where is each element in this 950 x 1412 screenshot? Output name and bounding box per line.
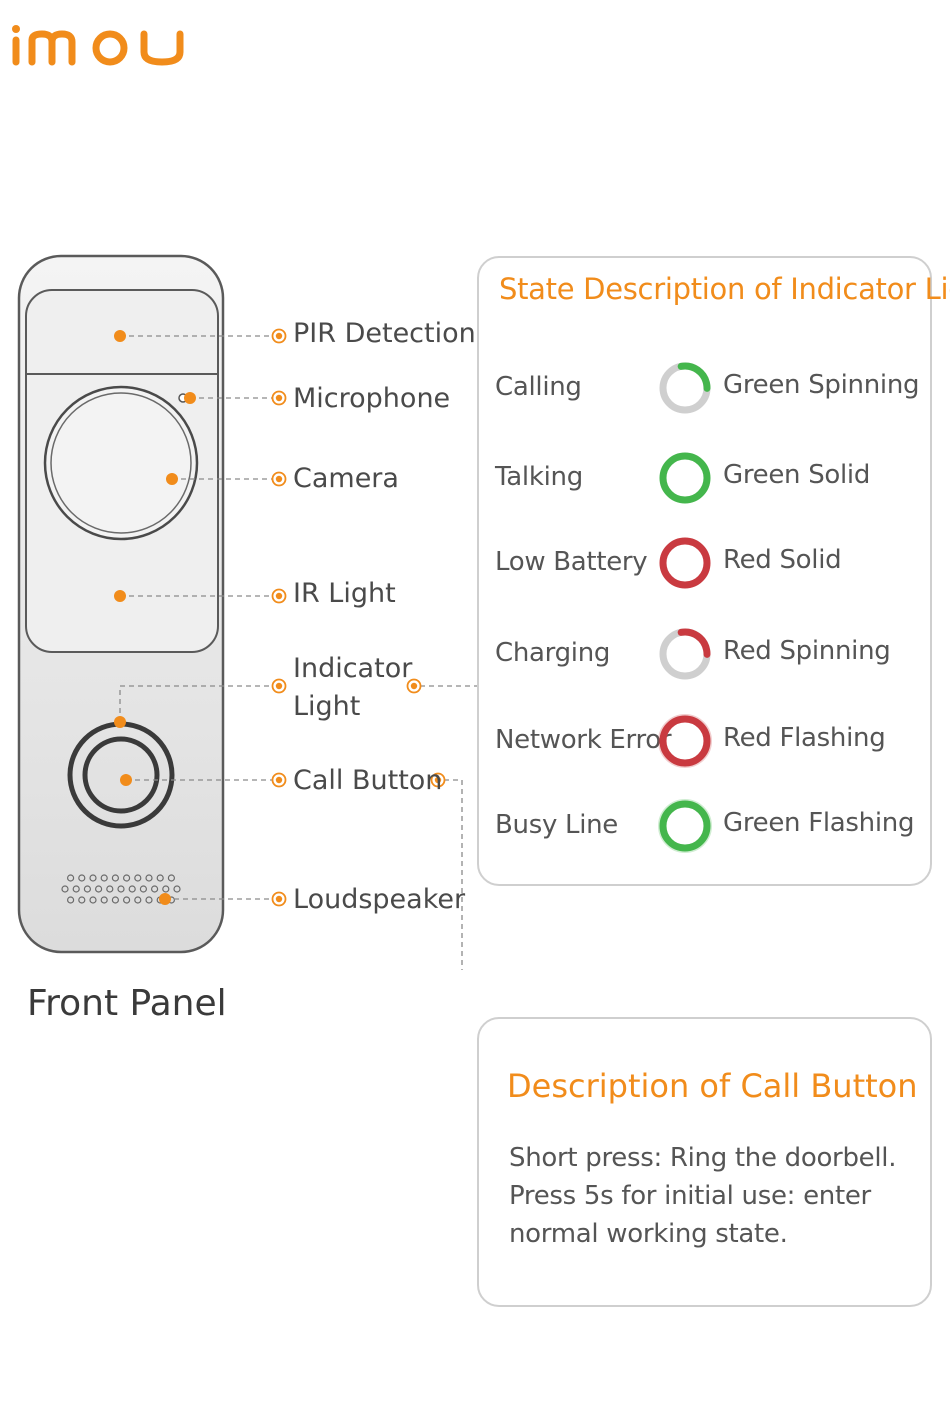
callout-indicator-light: Indicator Light	[293, 653, 413, 722]
indicator-ring-icon	[659, 628, 711, 680]
state-name: Network Error	[495, 725, 672, 755]
state-row: Calling Green Spinning	[479, 358, 934, 418]
state-description: Green Flashing	[723, 808, 915, 838]
state-name: Busy Line	[495, 810, 618, 840]
indicator-ring-icon	[659, 537, 711, 589]
callout-microphone: Microphone	[293, 383, 451, 414]
state-row: Network Error Red Flashing	[479, 711, 934, 771]
callout-loudspeaker: Loudspeaker	[293, 884, 466, 915]
imou-logo	[12, 25, 184, 66]
state-description: Red Spinning	[723, 636, 891, 666]
callout-camera: Camera	[293, 463, 399, 494]
state-name: Calling	[495, 372, 582, 402]
state-name: Charging	[495, 638, 611, 668]
state-row: Busy Line Green Flashing	[479, 796, 934, 856]
state-description: Green Solid	[723, 460, 871, 490]
state-row: Low Battery Red Solid	[479, 533, 934, 593]
call-button-description: Short press: Ring the doorbell. Press 5s…	[509, 1143, 897, 1249]
indicator-state-panel: State Description of Indicator Light Cal…	[477, 256, 950, 886]
callout-call-button: Call Button	[293, 765, 443, 796]
speaker-grille	[61, 874, 181, 904]
indicator-ring-icon	[659, 452, 711, 504]
camera-lens	[43, 385, 199, 541]
state-row: Charging Red Spinning	[479, 624, 934, 684]
state-row: Talking Green Solid	[479, 448, 934, 508]
state-name: Low Battery	[495, 547, 648, 577]
call-button-panel: Description of Call Button Short press: …	[477, 1017, 932, 1307]
call-panel-title: Description of Call Button	[507, 1067, 918, 1105]
front-panel-caption: Front Panel	[27, 983, 227, 1024]
call-button-inner-ring	[82, 736, 160, 814]
state-description: Red Flashing	[723, 723, 886, 753]
doorbell-front-panel-illustration	[17, 254, 480, 970]
state-description: Green Spinning	[723, 370, 920, 400]
indicator-ring-icon	[659, 362, 711, 414]
state-panel-title: State Description of Indicator Light	[499, 272, 950, 306]
indicator-ring-icon	[658, 714, 712, 768]
state-description: Red Solid	[723, 545, 842, 575]
callout-ir-light: IR Light	[293, 578, 396, 609]
callout-pir-detection: PIR Detection	[293, 318, 476, 349]
indicator-ring-icon	[658, 799, 712, 853]
state-name: Talking	[495, 462, 583, 492]
